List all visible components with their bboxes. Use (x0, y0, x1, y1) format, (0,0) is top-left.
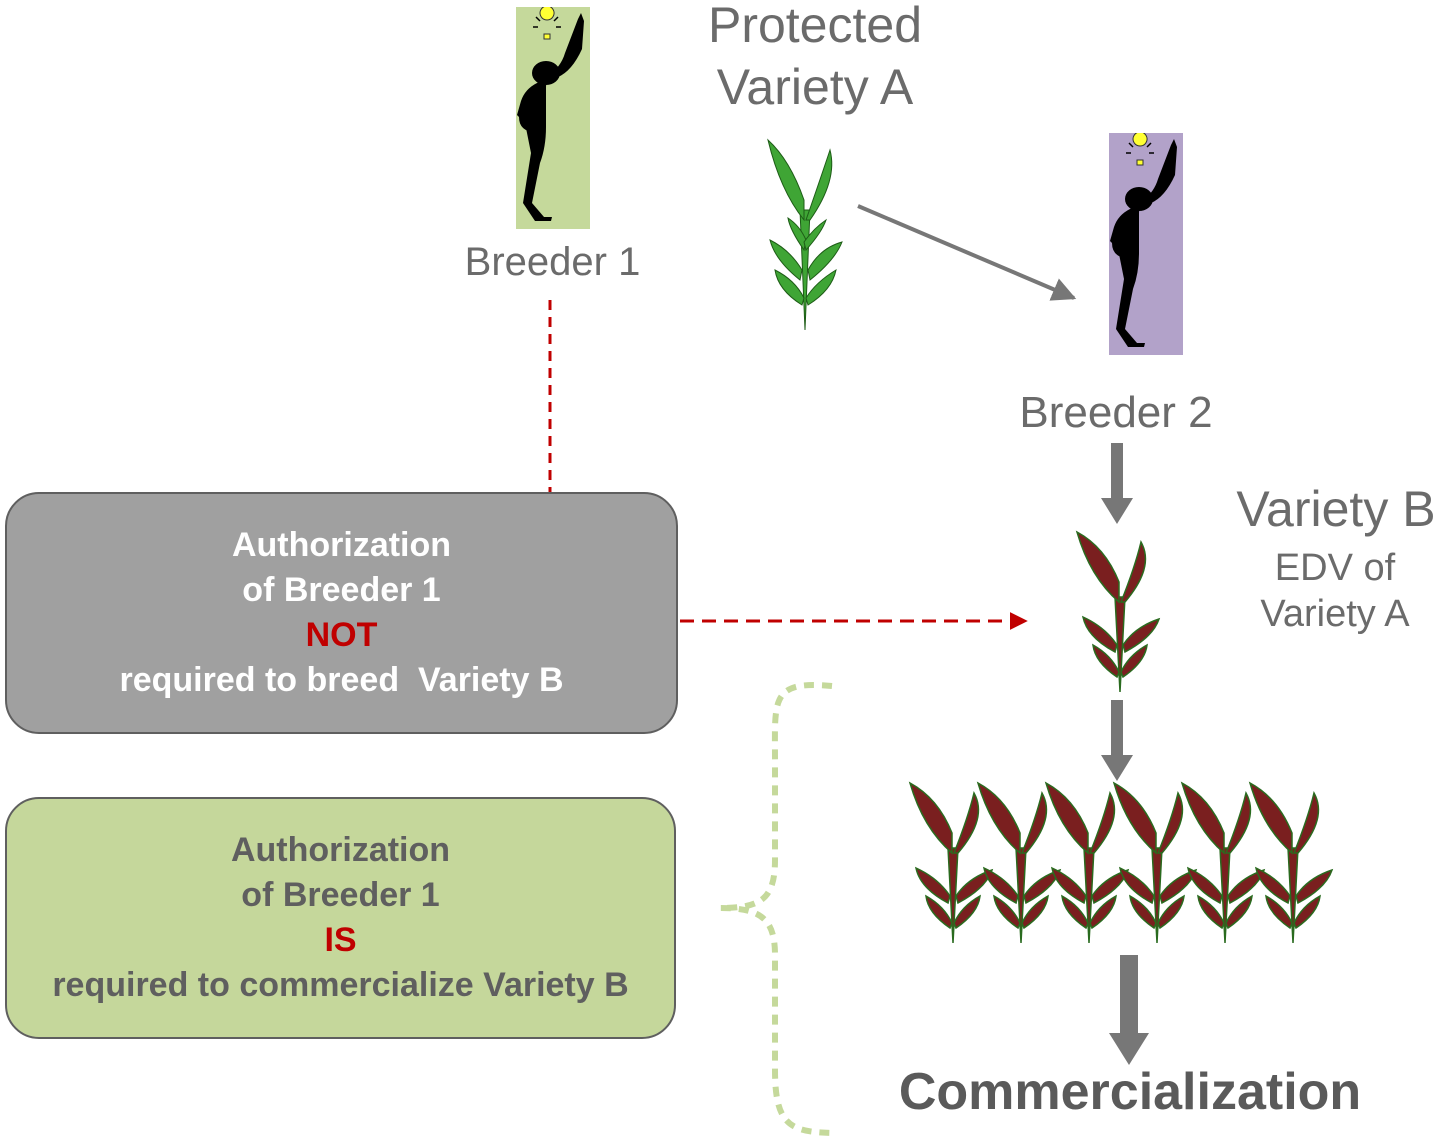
variety-a-line1: Protected (707, 0, 922, 53)
variety-a-title: Protected Variety A (660, 0, 970, 118)
not-box-keyword: NOT (305, 616, 378, 654)
variety-b-title: Variety B (1236, 481, 1436, 537)
breeder-1-label: Breeder 1 (464, 240, 641, 284)
not-box-line2: of Breeder 1 (242, 571, 441, 609)
variety-b-line1: EDV of (1274, 547, 1396, 589)
breeder-1-figure (516, 5, 590, 229)
breeder-2-to-variety-b-arrow (1101, 443, 1133, 524)
row-to-commercialization-arrow (1109, 955, 1149, 1065)
is-box-line2: of Breeder 1 (241, 876, 440, 914)
not-box-line1: Authorization (231, 526, 452, 564)
curly-brace (719, 682, 833, 1136)
person-with-lightbulb-icon (1110, 131, 1177, 347)
variety-b-subtitle: EDV of Variety A (1235, 545, 1435, 637)
breeder-2-label: Breeder 2 (1019, 388, 1213, 437)
is-box-line1: Authorization (230, 831, 451, 869)
not-box-line4: required to breed Variety B (119, 661, 564, 699)
commercialization-label: Commercialization (898, 1063, 1362, 1121)
variety-b-line2: Variety A (1260, 593, 1410, 635)
not-required-box: Authorization of Breeder 1 NOT required … (5, 492, 678, 734)
variety-a-plant-icon (767, 138, 843, 330)
is-required-box: Authorization of Breeder 1 IS required t… (5, 797, 676, 1039)
variety-b-to-row-arrow (1101, 700, 1133, 781)
variety-a-to-breeder-2-arrow (857, 204, 1077, 301)
is-box-line4: required to commercialize Variety B (52, 966, 629, 1004)
variety-a-line2: Variety A (716, 59, 914, 115)
is-box-keyword: IS (324, 921, 357, 959)
person-with-lightbulb-icon (517, 5, 584, 221)
breeder-2-figure (1109, 131, 1183, 355)
variety-b-plant-icon (1075, 530, 1161, 692)
